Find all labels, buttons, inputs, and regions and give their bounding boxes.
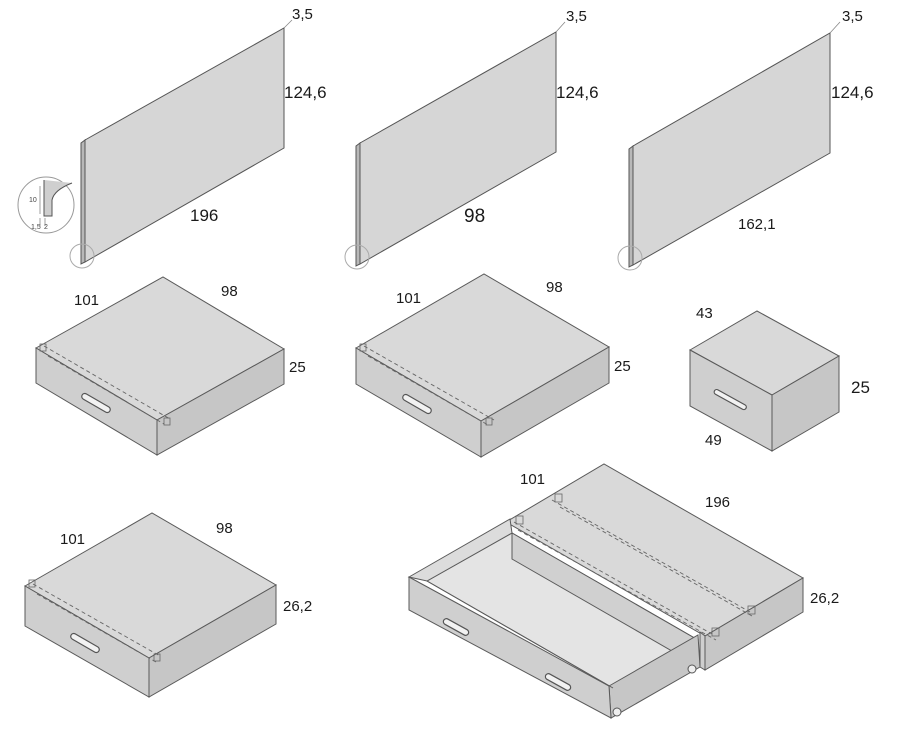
drawer-depth-label: 101 bbox=[74, 292, 99, 309]
drawer-unit-2: 101 98 25 bbox=[355, 273, 631, 458]
drawer-width-label: 98 bbox=[221, 283, 238, 300]
bed-drawer-unit: 101 196 26,2 bbox=[407, 463, 839, 719]
panel-thickness-label: 3,5 bbox=[292, 6, 313, 23]
edge-detail-offset: 2 bbox=[44, 224, 48, 231]
panel-height-label: 124,6 bbox=[556, 83, 599, 102]
panel-height-label: 124,6 bbox=[831, 83, 874, 102]
panel-edge bbox=[80, 139, 86, 265]
drawer-unit-1: 101 98 25 bbox=[34, 276, 306, 456]
drawer-depth-label: 101 bbox=[60, 531, 85, 548]
panel-thickness-label: 3,5 bbox=[566, 8, 587, 25]
panel-face bbox=[632, 32, 831, 266]
drawer-height-label: 25 bbox=[614, 358, 631, 375]
nightstand-height-label: 25 bbox=[851, 378, 870, 397]
panel-thickness-label: 3,5 bbox=[842, 8, 863, 25]
caster-wheel bbox=[612, 707, 622, 717]
panel-width-label: 162,1 bbox=[738, 216, 776, 233]
nightstand-handle bbox=[713, 388, 747, 411]
edge-detail-bevel: 1,5 bbox=[31, 224, 41, 231]
panel-edge bbox=[628, 145, 634, 268]
drawer-height-label: 25 bbox=[289, 359, 306, 376]
headboard-panel-196: 3,5 124,6 196 bbox=[69, 6, 327, 269]
drawer-unit-3: 101 98 26,2 bbox=[24, 512, 312, 698]
nightstand-unit: 43 49 25 bbox=[688, 305, 870, 452]
detail-marker-circle bbox=[617, 245, 643, 271]
detail-marker-circle bbox=[69, 243, 95, 269]
bed-drawer-width-label: 196 bbox=[705, 494, 730, 511]
panel-width-label: 196 bbox=[190, 206, 218, 225]
drawer-handle bbox=[402, 393, 432, 415]
panel-width-label: 98 bbox=[464, 206, 485, 227]
drawer-depth-label: 101 bbox=[396, 290, 421, 307]
headboard-panel-98: 3,5 124,6 98 bbox=[344, 8, 599, 270]
bed-drawer-handle-left bbox=[442, 618, 470, 636]
drawer-side bbox=[148, 584, 277, 698]
detail-marker-circle bbox=[344, 244, 370, 270]
drawer-width-label: 98 bbox=[546, 279, 563, 296]
drawer-handle bbox=[81, 392, 111, 414]
nightstand-width-label: 49 bbox=[705, 432, 722, 449]
drawer-left-wall bbox=[407, 518, 513, 582]
bed-drawer-handle-right bbox=[544, 673, 572, 691]
caster-wheel bbox=[687, 664, 697, 674]
panel-edge bbox=[355, 142, 361, 267]
edge-profile bbox=[43, 180, 73, 217]
nightstand-side bbox=[771, 355, 840, 452]
nightstand-depth-label: 43 bbox=[696, 305, 713, 322]
drawer-side bbox=[156, 348, 285, 456]
edge-detail-callout: 10 1,5 2 bbox=[17, 176, 75, 234]
panel-face bbox=[84, 27, 285, 263]
edge-detail-height: 10 bbox=[29, 197, 37, 204]
bed-drawer-depth-label: 101 bbox=[520, 471, 545, 488]
drawer-width-label: 98 bbox=[216, 520, 233, 537]
drawer-handle bbox=[70, 632, 100, 654]
bed-drawer-height-label: 26,2 bbox=[810, 590, 839, 607]
panel-face bbox=[359, 31, 557, 265]
panel-height-label: 124,6 bbox=[284, 83, 327, 102]
headboard-panel-162: 3,5 124,6 162,1 bbox=[617, 8, 874, 271]
housing-front bbox=[699, 630, 706, 671]
drawer-height-label: 26,2 bbox=[283, 598, 312, 615]
drawer-side bbox=[480, 346, 610, 458]
